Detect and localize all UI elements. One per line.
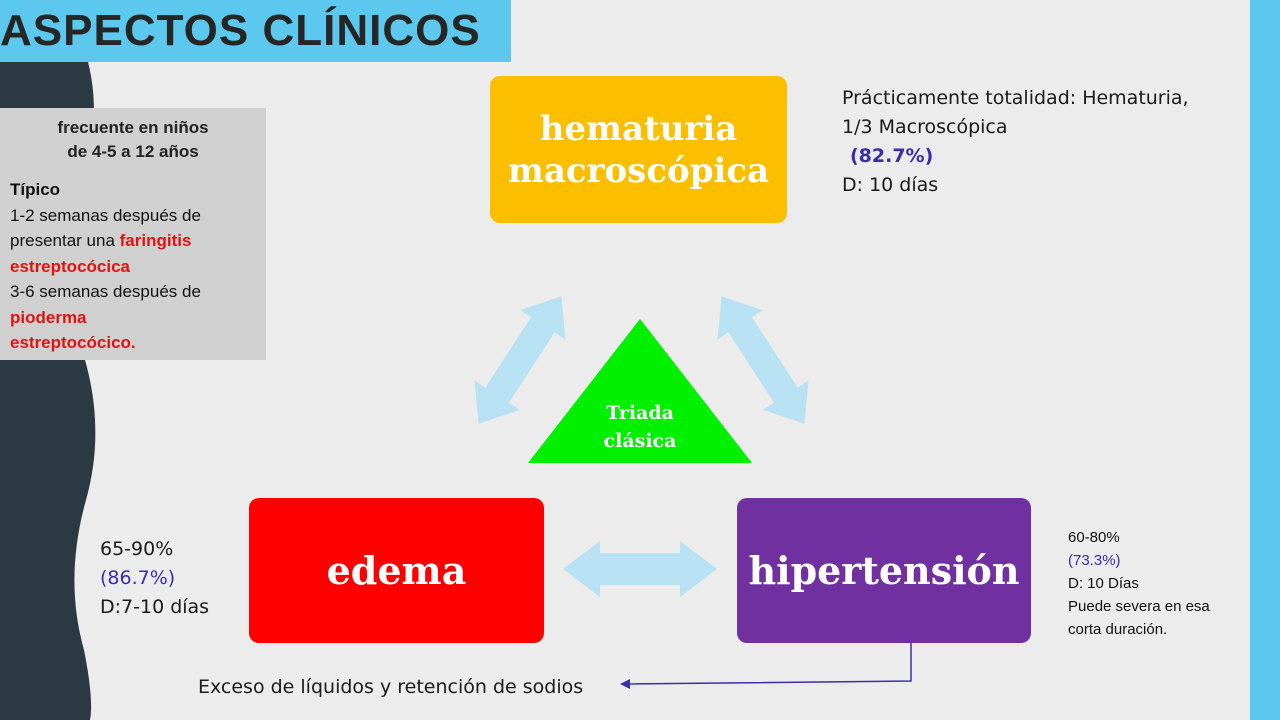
hematuria-label: hematuria: [539, 108, 738, 149]
edema-label: edema: [326, 548, 467, 593]
hematuria-box: hematuria macroscópica: [490, 76, 787, 223]
arrow-edema-hipertension: [563, 541, 717, 597]
triad-label: Triada clásica: [560, 399, 720, 455]
info-heading-line: frecuente en niños: [57, 118, 209, 137]
highlight-text: estreptocócica: [10, 256, 130, 276]
hematuria-note: Prácticamente totalidad: Hematuria, 1/3 …: [842, 84, 1189, 200]
footer-connector-line: [627, 643, 912, 685]
note-percentage: (73.3%): [1068, 552, 1121, 569]
note-percentage: (82.7%): [850, 145, 934, 167]
info-heading-line: de 4-5 a 12 años: [67, 142, 199, 161]
highlight-text: estreptocócico.: [10, 333, 136, 352]
edema-note: 65-90% (86.7%) D:7-10 días: [100, 535, 209, 622]
footer-connector-arrowhead: [620, 679, 630, 689]
note-line: D:7-10 días: [100, 596, 210, 618]
highlight-text: pioderma: [10, 307, 87, 327]
info-text: presentar una: [10, 231, 120, 250]
highlight-text: faringitis: [119, 231, 192, 250]
note-line: D: 10 Días: [1068, 575, 1139, 592]
note-percentage: (86.7%): [100, 567, 176, 589]
hematuria-label: macroscópica: [507, 150, 770, 191]
hipertension-label: hipertensión: [748, 548, 1020, 593]
info-heading: frecuente en niños de 4-5 a 12 años: [0, 116, 266, 164]
info-line: 1-2 semanas después de: [10, 205, 201, 225]
right-accent-strip: [1250, 0, 1280, 720]
note-line: 65-90%: [100, 538, 174, 560]
note-line: Puede severa en esa: [1068, 598, 1210, 615]
hipertension-box: hipertensión: [737, 498, 1031, 643]
triad-triangle: [528, 319, 752, 463]
footer-note: Exceso de líquidos y retención de sodios: [198, 676, 584, 698]
note-line: 1/3 Macroscópica: [842, 116, 1008, 138]
page-title: ASPECTOS CLÍNICOS: [0, 6, 481, 55]
note-line: corta duración.: [1068, 621, 1168, 638]
arrow-hematuria-edema: [474, 296, 566, 424]
title-bar: [0, 0, 511, 62]
triad-label-line: Triada: [606, 402, 674, 424]
note-line: Prácticamente totalidad: Hematuria,: [842, 87, 1189, 109]
info-box: [0, 108, 266, 360]
info-body: Típico 1-2 semanas después de presentar …: [10, 177, 260, 356]
typical-label: Típico: [10, 180, 61, 199]
arrow-hematuria-hipertension: [717, 296, 809, 424]
note-line: D: 10 días: [842, 174, 939, 196]
triad-label-line: clásica: [603, 430, 677, 452]
info-line: presentar una faringitis: [10, 228, 260, 254]
info-line: 3-6 semanas después de: [10, 282, 201, 301]
hipertension-note: 60-80% (73.3%) D: 10 Días Puede severa e…: [1068, 526, 1210, 641]
note-line: 60-80%: [1068, 529, 1120, 546]
edema-box: edema: [249, 498, 544, 643]
